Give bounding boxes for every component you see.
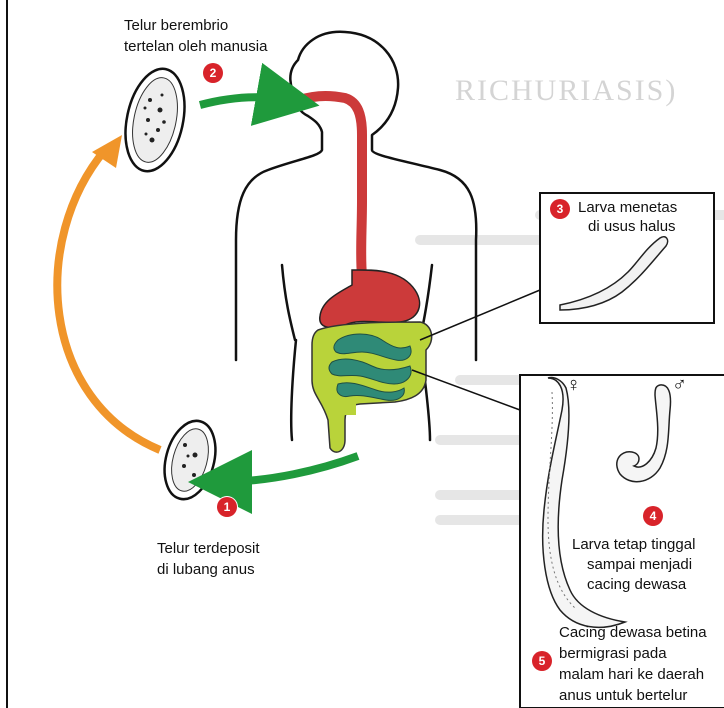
step-4-badge: 4 [643, 506, 663, 526]
step-2-label-line-1: Telur berembrio [124, 17, 228, 35]
step-2-label-line-2: tertelan oleh manusia [124, 38, 267, 56]
step-5-label-line-1: Cacing dewasa betina [559, 624, 707, 642]
step-4-label-line-1: Larva tetap tinggal [572, 536, 695, 554]
step-5-label-line-3: malam hari ke daerah [559, 666, 704, 684]
step-3-label-line-2: di usus halus [588, 218, 676, 236]
male-symbol: ♂ [672, 376, 687, 394]
deposited-egg-drawing [156, 415, 223, 505]
step-1-badge: 1 [217, 497, 237, 517]
step-5-label-line-4: anus untuk bertelur [559, 687, 687, 705]
step-3-label-line-1: Larva menetas [578, 199, 677, 217]
step-1-label-line-1: Telur terdeposit [157, 540, 260, 558]
step-2-badge: 2 [203, 63, 223, 83]
cycle-arrow [57, 150, 160, 450]
esophagus [300, 96, 362, 275]
step-1-label-line-2: di lubang anus [157, 561, 255, 579]
step-4-label-line-3: cacing dewasa [587, 576, 686, 594]
step-5-label-line-2: bermigrasi pada [559, 645, 667, 663]
embryonated-egg-drawing [117, 63, 193, 176]
pointer-line-3 [420, 290, 540, 340]
step-5-badge: 5 [532, 651, 552, 671]
arrow-to-mouth [200, 97, 288, 105]
arrow-to-egg [220, 456, 358, 482]
step-4-label-line-2: sampai menjadi [587, 556, 692, 574]
step-3-badge: 3 [550, 199, 570, 219]
female-symbol: ♀ [566, 376, 581, 394]
stomach [320, 270, 420, 328]
